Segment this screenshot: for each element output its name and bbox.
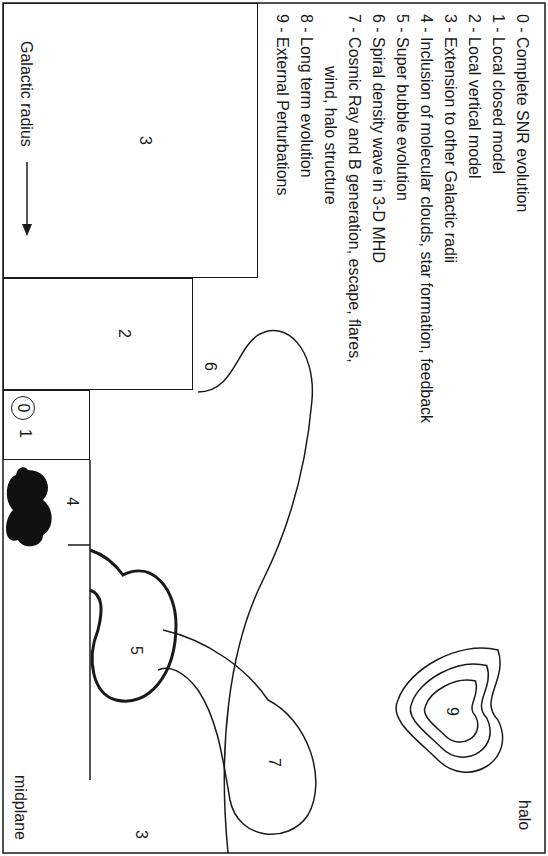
molecular-cloud <box>6 467 52 546</box>
region-box: 10 <box>3 390 90 460</box>
region-label: halo <box>512 800 536 830</box>
text-slot: 3 <box>129 830 153 839</box>
text-slot: 1 - Local closed model <box>486 14 510 174</box>
region-number: 0 <box>14 404 32 413</box>
text-slot: midplane <box>8 775 32 840</box>
text-slot: 0 <box>14 404 32 413</box>
region-number: 1 <box>13 429 37 438</box>
region-line <box>68 544 90 546</box>
text-slot: 4 - Inclusion of molecular clouds, star … <box>414 14 438 423</box>
outer-frame <box>3 3 545 853</box>
radius-arrow-head <box>22 224 32 236</box>
contour-group <box>425 680 478 742</box>
callout-circle: 0 <box>11 396 35 420</box>
contour <box>410 664 490 757</box>
callout-number: 3 <box>129 830 153 839</box>
callout-number: 9 <box>440 707 464 716</box>
region-box: 2 <box>3 278 193 390</box>
text-slot: Galactic radius <box>14 41 38 147</box>
text-slot: 6 - Spiral density wave in 3-D MHD <box>366 14 390 263</box>
legend-item: 5 - Super bubble evolution <box>390 14 414 201</box>
callout-number: 5 <box>124 646 148 655</box>
radius-arrow-line <box>26 162 28 226</box>
text-slot: 9 - External Perturbations <box>270 14 294 195</box>
legend-item: 9 - External Perturbations <box>270 14 294 195</box>
region-number: 2 <box>112 329 136 338</box>
text-slot: 1 <box>13 429 37 438</box>
region-box: 3 Galactic radius <box>3 3 258 278</box>
text-slot: 5 - Super bubble evolution <box>390 14 414 201</box>
disk-line <box>89 460 91 780</box>
legend-item: 6 - Spiral density wave in 3-D MHD <box>366 14 390 263</box>
text-slot: 4 <box>60 497 84 506</box>
text-slot: 2 - Local vertical model <box>462 14 486 179</box>
text-slot: halo <box>512 800 536 830</box>
text-slot: 5 <box>124 646 148 655</box>
chimney-outline <box>158 630 316 834</box>
legend-item: 0 - Complete SNR evolution <box>510 14 534 212</box>
text-slot: 8 - Long term evolution <box>294 14 318 178</box>
contour <box>396 648 503 772</box>
spiral-arm <box>198 330 312 853</box>
legend-item: 8 - Long term evolution <box>294 14 318 178</box>
contour <box>425 680 478 742</box>
text-slot: 3 - Extension to other Galactic radii <box>438 14 462 263</box>
legend-item: 7 - Cosmic Ray and B generation, escape,… <box>318 14 366 369</box>
text-slot: 7 - Cosmic Ray and B generation, escape,… <box>318 14 366 369</box>
text-slot: 3 <box>133 136 157 145</box>
super-bubble <box>90 550 176 701</box>
region-number: 3 <box>133 136 157 145</box>
text-slot: 6 <box>198 362 222 371</box>
text-slot: 7 <box>262 758 286 767</box>
callout-number: 7 <box>262 758 286 767</box>
text-slot: 0 - Complete SNR evolution <box>510 14 534 212</box>
text-slot: 2 <box>112 329 136 338</box>
callout-number: 6 <box>198 362 222 371</box>
perturbation-contours <box>396 648 503 772</box>
region-label: midplane <box>8 775 32 840</box>
text-slot: 9 <box>440 707 464 716</box>
legend-item: 2 - Local vertical model <box>462 14 486 179</box>
legend-item: 4 - Inclusion of molecular clouds, star … <box>414 14 438 423</box>
axis-label: Galactic radius <box>14 41 38 147</box>
legend-item: 1 - Local closed model <box>486 14 510 174</box>
legend-item: 3 - Extension to other Galactic radii <box>438 14 462 263</box>
callout-number: 4 <box>60 497 84 506</box>
contour-group <box>410 664 490 757</box>
